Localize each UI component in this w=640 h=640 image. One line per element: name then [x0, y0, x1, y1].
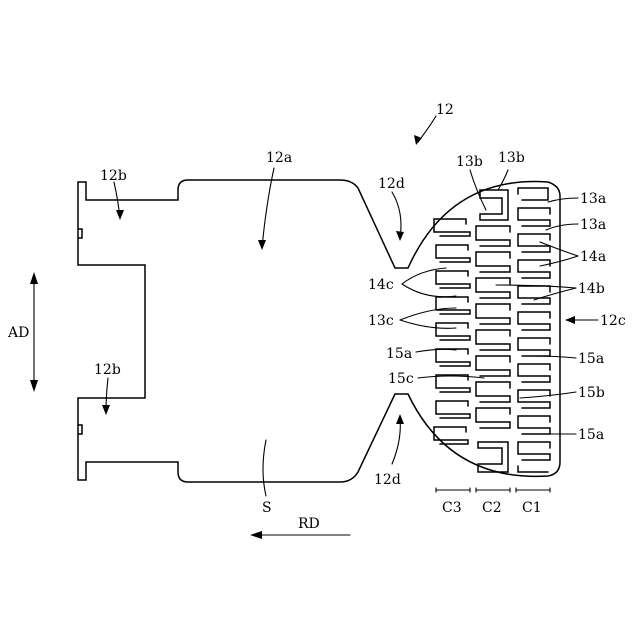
slit-c2-4: [476, 278, 510, 298]
leader-lines: [102, 116, 598, 496]
slit-c3-1: [434, 219, 470, 236]
leader-14b-2: [534, 288, 576, 300]
label-rd: RD: [298, 516, 320, 532]
slit-c1-3: [518, 234, 550, 252]
leader-12d-lower: [392, 418, 400, 464]
label-s: S: [262, 500, 272, 516]
label-13a-1: 13a: [580, 191, 606, 207]
label-c2: C2: [482, 500, 502, 516]
slit-c1-5: [518, 286, 550, 304]
label-12: 12: [436, 102, 454, 118]
slit-c3-3: [436, 271, 470, 288]
slit-c3-8: [436, 401, 470, 418]
leader-13c-2: [400, 320, 456, 328]
arrowhead-12: [414, 135, 422, 145]
label-14b: 14b: [578, 281, 605, 297]
slit-c3-6: [436, 349, 470, 366]
column-brackets: [436, 488, 550, 492]
slit-c1-7: [518, 338, 550, 356]
leader-13a-1: [548, 198, 578, 202]
labels: 12 12a 12b 12b 12d 12d 12c 13b 13b 13a 1…: [7, 102, 626, 532]
label-15b: 15b: [578, 385, 605, 401]
slit-c2-1: [480, 190, 508, 220]
slit-column-c2: [476, 190, 510, 472]
leader-13b-right: [498, 170, 508, 190]
slit-c1-12: [518, 466, 548, 472]
arrowhead-12c: [565, 316, 575, 324]
label-14a: 14a: [580, 249, 606, 265]
slit-c1-11: [518, 442, 550, 460]
slit-c3-5: [436, 323, 470, 340]
slit-c3-9: [434, 427, 468, 444]
leader-15a-right-upper: [532, 356, 576, 358]
bracket-c1: [516, 488, 550, 492]
label-12a: 12a: [266, 150, 292, 166]
label-12c: 12c: [600, 313, 626, 329]
label-ad: AD: [7, 325, 29, 341]
leader-14a-2: [540, 256, 578, 266]
leader-13a-2: [546, 224, 578, 230]
arrowhead-12a: [258, 240, 266, 250]
slit-c1-1: [518, 188, 548, 200]
arrowhead-12d-lower: [396, 414, 404, 424]
radial-direction-arrow: [250, 531, 350, 539]
leader-14a-1: [540, 242, 578, 256]
label-15a-left: 15a: [386, 346, 412, 362]
label-15a-right-lower: 15a: [578, 427, 604, 443]
slit-c2-2: [476, 226, 510, 246]
label-15a-right-upper: 15a: [578, 351, 604, 367]
arrowhead-12b-lower: [102, 405, 110, 415]
bracket-c3: [436, 488, 470, 492]
label-13c: 13c: [368, 313, 394, 329]
label-13b-right: 13b: [498, 150, 525, 166]
label-c1: C1: [522, 500, 542, 516]
label-14c: 14c: [368, 277, 394, 293]
label-12b-upper: 12b: [100, 168, 127, 184]
label-c3: C3: [442, 500, 462, 516]
slit-column-c3: [434, 219, 470, 444]
slit-c3-7: [436, 375, 470, 392]
slit-c3-2: [436, 245, 470, 262]
leader-14c-2: [402, 284, 456, 297]
label-15c: 15c: [388, 371, 414, 387]
label-12b-lower: 12b: [94, 362, 121, 378]
axial-direction-arrow: [30, 272, 38, 392]
arrowhead-12d-upper: [396, 231, 404, 241]
label-12d-lower: 12d: [374, 472, 401, 488]
arrowhead-12b-upper: [116, 210, 124, 220]
slit-c2-7: [476, 356, 510, 376]
slit-c3-4: [436, 297, 470, 314]
slit-c1-9: [518, 390, 550, 408]
leader-15c: [418, 376, 484, 378]
label-13a-2: 13a: [580, 217, 606, 233]
slit-c1-2: [518, 208, 550, 226]
slit-c1-8: [518, 364, 550, 382]
slit-c2-6: [476, 330, 510, 350]
leader-15b: [520, 392, 576, 398]
slit-c2-8: [476, 382, 510, 402]
label-12d-upper: 12d: [378, 176, 405, 192]
slit-c2-3: [476, 252, 510, 272]
slit-c2-9: [476, 408, 510, 428]
label-13b-left: 13b: [456, 154, 483, 170]
slit-c2-5: [476, 304, 510, 324]
slit-c1-6: [518, 312, 550, 330]
slit-c1-4: [518, 260, 550, 278]
slit-column-c1: [518, 188, 550, 472]
slit-c1-10: [518, 416, 550, 434]
leader-s: [263, 440, 266, 496]
bracket-c2: [476, 488, 510, 492]
